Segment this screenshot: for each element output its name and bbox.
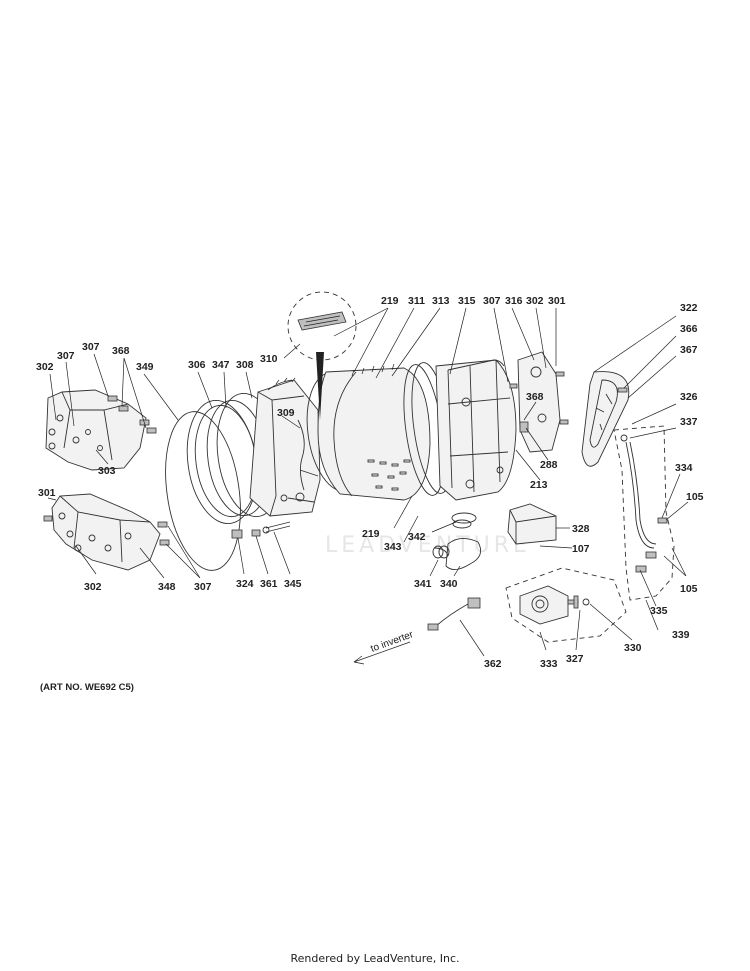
label-339: 339 (672, 629, 690, 641)
label-306: 306 (188, 359, 206, 371)
label-310: 310 (260, 353, 278, 365)
label-335: 335 (650, 605, 668, 617)
inverter-arrow-label: to inverter (369, 629, 415, 655)
label-341: 341 (414, 578, 432, 590)
bearing-bolt (509, 383, 518, 389)
label-333: 333 (540, 658, 558, 670)
tub-front-seal (297, 419, 305, 491)
label-334: 334 (675, 462, 693, 474)
label-219-top: 219 (381, 295, 399, 307)
label-362: 362 (484, 658, 502, 670)
part-labels: 219 311 313 315 307 316 302 301 322 366 … (36, 295, 704, 670)
label-219-bottom: 219 (362, 528, 380, 540)
art-number: (ART NO. WE692 C5) (40, 682, 134, 693)
label-368-left: 368 (112, 345, 130, 357)
label-367: 367 (680, 344, 698, 356)
label-326: 326 (680, 391, 698, 403)
label-302-top: 302 (526, 295, 544, 307)
label-105-top: 105 (686, 491, 704, 503)
label-301-top: 301 (548, 295, 566, 307)
small-clips (231, 521, 291, 539)
support-bracket (507, 503, 557, 545)
label-307-left-b: 307 (82, 341, 100, 353)
hose-assembly (620, 434, 668, 573)
footer-credit: Rendered by LeadVenture, Inc. (290, 952, 460, 965)
gasket-ring (165, 411, 241, 571)
label-301-left: 301 (38, 487, 56, 499)
label-308: 308 (236, 359, 254, 371)
label-303: 303 (98, 465, 116, 477)
sump-drain (432, 512, 482, 570)
label-307-left: 307 (57, 350, 75, 362)
label-315: 315 (458, 295, 476, 307)
label-342: 342 (408, 531, 426, 543)
tub-front-cover (249, 377, 321, 517)
label-366: 366 (680, 323, 698, 335)
label-348: 348 (158, 581, 176, 593)
label-361: 361 (260, 578, 278, 590)
tub-bracket (519, 421, 529, 433)
label-349: 349 (136, 361, 154, 373)
detail-pointer (316, 352, 324, 420)
label-322: 322 (680, 302, 698, 314)
label-307-bottom: 307 (194, 581, 212, 593)
label-345: 345 (284, 578, 302, 590)
label-327: 327 (566, 653, 584, 665)
label-313: 313 (432, 295, 450, 307)
label-347: 347 (212, 359, 230, 371)
detail-callout-circle (287, 291, 357, 361)
label-311: 311 (408, 295, 425, 307)
label-328: 328 (572, 523, 590, 535)
label-107: 107 (572, 543, 590, 555)
label-324: 324 (236, 578, 254, 590)
label-337: 337 (680, 416, 698, 428)
label-213: 213 (530, 479, 548, 491)
leader-lines (47, 307, 689, 657)
label-302-left: 302 (36, 361, 54, 373)
pulley-bolt (617, 387, 628, 393)
wire-harness (427, 597, 481, 631)
lower-counterweight-bolts (43, 515, 170, 546)
inner-drum (306, 363, 431, 501)
lower-counterweight (51, 493, 161, 571)
label-368-right: 368 (526, 391, 544, 403)
rear-bearing-hub (517, 351, 569, 453)
hose-assembly-group (613, 425, 675, 601)
label-309: 309 (277, 407, 295, 419)
drive-pulley (581, 371, 630, 467)
upper-counterweight (45, 389, 147, 471)
outer-tub-rear (435, 359, 517, 501)
filter-detail (297, 311, 347, 331)
inverter-arrow (353, 641, 411, 665)
label-316: 316 (505, 295, 523, 307)
label-340: 340 (440, 578, 458, 590)
label-105-bottom: 105 (680, 583, 698, 595)
label-302-bottom: 302 (84, 581, 102, 593)
label-343: 343 (384, 541, 402, 553)
motor-assembly (519, 585, 590, 625)
label-288: 288 (540, 459, 558, 471)
label-307-top: 307 (483, 295, 501, 307)
label-330: 330 (624, 642, 642, 654)
watermark: LEADVENTURE (325, 533, 531, 558)
